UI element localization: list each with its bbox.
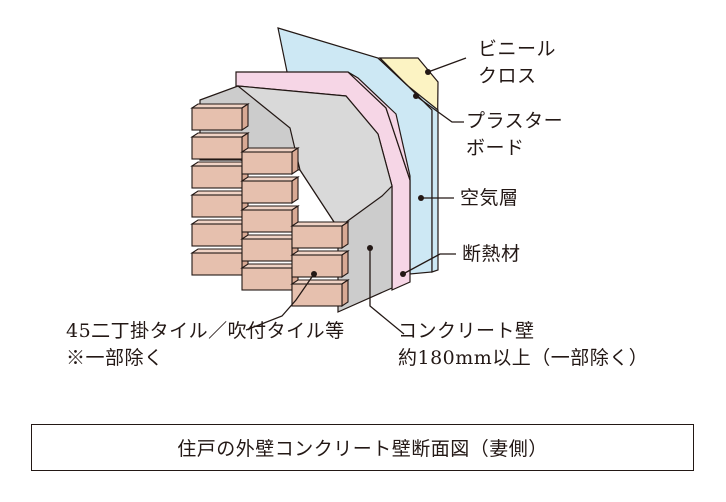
- brick-tile: [190, 218, 250, 248]
- brick-top-face: [240, 147, 300, 153]
- brick-top-face: [290, 221, 350, 227]
- brick-top-face: [290, 279, 350, 285]
- brick-front-face: [241, 267, 293, 291]
- brick-front-face: [241, 209, 293, 233]
- label-vinyl-cloth: ビニール クロス: [478, 36, 556, 90]
- brick-top-face: [190, 190, 250, 196]
- brick-tile: [190, 102, 250, 132]
- brick-top-face: [240, 234, 300, 240]
- leader-plaster-board: [415, 95, 464, 123]
- brick-tile: [190, 160, 250, 190]
- label-plaster-board-line1: プラスター: [466, 110, 564, 132]
- brick-tile: [290, 249, 350, 279]
- leader-concrete: [369, 248, 405, 335]
- insulation-edge: [347, 71, 411, 181]
- brick-tile: [290, 278, 350, 308]
- brick-side-face: [341, 249, 349, 279]
- leader-lines: [245, 57, 467, 335]
- dot-tile: [311, 271, 317, 277]
- brick-top-face: [190, 132, 250, 138]
- brick-front-face: [191, 223, 243, 247]
- brick-front-face: [241, 151, 293, 175]
- caption-text: 住戸の外壁コンクリート壁断面図（妻側）: [177, 438, 548, 460]
- label-insulation: 断熱材: [462, 243, 521, 265]
- brick-side-face: [291, 146, 299, 176]
- label-tile-line1: 45二丁掛タイル／吹付タイル等: [66, 320, 345, 342]
- brick-side-face: [341, 278, 349, 308]
- label-tile: 45二丁掛タイル／吹付タイル等 ※一部除く: [66, 318, 345, 372]
- dot-vinyl-cloth: [425, 69, 431, 75]
- brick-side-face: [341, 220, 349, 250]
- brick-front-face: [291, 283, 343, 307]
- brick-top-face: [190, 103, 250, 109]
- brick-side-face: [291, 175, 299, 205]
- brick-tile: [240, 175, 300, 205]
- caption-box: 住戸の外壁コンクリート壁断面図（妻側）: [31, 424, 694, 471]
- brick-front-face: [291, 254, 343, 278]
- dot-air-layer: [418, 195, 424, 201]
- brick-tile: [240, 233, 300, 263]
- label-plaster-board: プラスター ボード: [466, 108, 563, 162]
- brick-tile: [190, 247, 250, 277]
- brick-front-face: [291, 225, 343, 249]
- label-vinyl-cloth-line1: ビニール: [478, 38, 557, 60]
- brick-tile: [240, 262, 300, 292]
- brick-front-face: [191, 252, 243, 276]
- brick-front-face: [191, 194, 243, 218]
- brick-top-face: [240, 176, 300, 182]
- leader-dots: [311, 69, 431, 277]
- label-concrete-wall-line2: 約180mm以上（一部除く）: [398, 347, 649, 369]
- dot-plaster-board: [413, 93, 419, 99]
- brick-tile: [190, 131, 250, 161]
- brick-tiles: [190, 102, 350, 308]
- brick-top-face: [240, 205, 300, 211]
- brick-tile: [190, 189, 250, 219]
- leader-insulation: [402, 253, 456, 275]
- brick-top-face: [190, 219, 250, 225]
- dot-concrete: [367, 245, 373, 251]
- brick-tile: [290, 220, 350, 250]
- label-air-layer: 空気層: [460, 187, 519, 209]
- brick-front-face: [241, 238, 293, 262]
- dot-insulation: [400, 271, 406, 277]
- brick-tile: [240, 146, 300, 176]
- brick-top-face: [240, 263, 300, 269]
- label-vinyl-cloth-line2: クロス: [478, 65, 537, 87]
- label-concrete-wall: コンクリート壁 約180mm以上（一部除く）: [398, 318, 648, 372]
- plaster-board-edge: [377, 57, 439, 273]
- label-concrete-wall-line1: コンクリート壁: [398, 320, 535, 342]
- leader-vinyl-cloth: [427, 57, 467, 73]
- leader-tile: [245, 273, 315, 331]
- brick-top-face: [290, 250, 350, 256]
- brick-top-face: [190, 248, 250, 254]
- brick-side-face: [241, 102, 249, 132]
- brick-top-face: [190, 161, 250, 167]
- concrete-top-face: [236, 85, 393, 229]
- brick-front-face: [191, 136, 243, 160]
- brick-front-face: [191, 165, 243, 189]
- brick-front-face: [191, 107, 243, 131]
- brick-front-face: [241, 180, 293, 204]
- label-plaster-board-line2: ボード: [466, 137, 525, 159]
- brick-tile: [240, 204, 300, 234]
- label-tile-line2: ※一部除く: [66, 347, 164, 369]
